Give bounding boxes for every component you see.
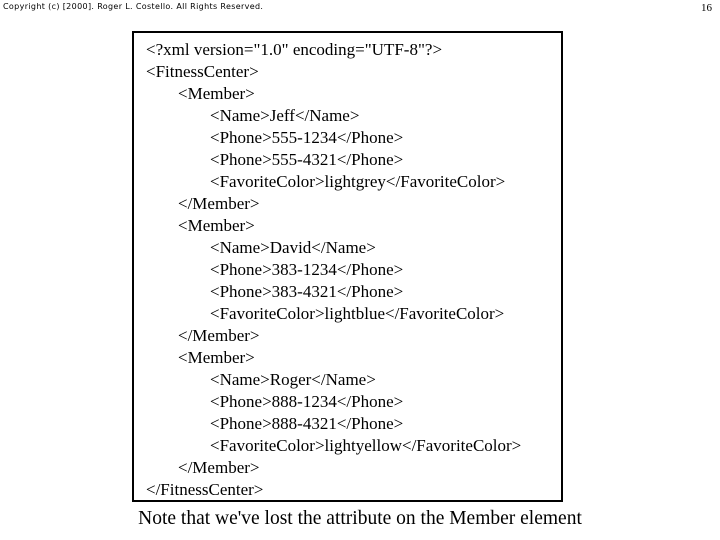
code-line: <Phone>383-4321</Phone> [210, 282, 404, 301]
code-line: <Member> [178, 84, 255, 103]
code-line: <FitnessCenter> [146, 62, 259, 81]
code-line: <Phone>383-1234</Phone> [210, 260, 404, 279]
code-line: </FitnessCenter> [146, 480, 264, 499]
xml-code-listing: <?xml version="1.0" encoding="UTF-8"?> <F… [146, 39, 561, 500]
code-line: </Member> [178, 194, 260, 213]
code-line: <FavoriteColor>lightyellow</FavoriteColo… [210, 436, 522, 455]
code-line: <Phone>555-1234</Phone> [210, 128, 404, 147]
code-line: <Phone>888-4321</Phone> [210, 414, 404, 433]
code-line: <FavoriteColor>lightblue</FavoriteColor> [210, 304, 505, 323]
code-line: <Name>Jeff</Name> [210, 106, 360, 125]
code-line: <Name>Roger</Name> [210, 370, 376, 389]
code-line: <Member> [178, 348, 255, 367]
slide-caption: Note that we've lost the attribute on th… [138, 508, 582, 529]
code-line: <Name>David</Name> [210, 238, 376, 257]
code-line: </Member> [178, 326, 260, 345]
code-line: <Phone>888-1234</Phone> [210, 392, 404, 411]
code-line: <FavoriteColor>lightgrey</FavoriteColor> [210, 172, 506, 191]
xml-code-box: <?xml version="1.0" encoding="UTF-8"?> <F… [132, 31, 563, 502]
code-line: <?xml version="1.0" encoding="UTF-8"?> [146, 40, 443, 59]
code-line: <Phone>555-4321</Phone> [210, 150, 404, 169]
code-line: </Member> [178, 458, 260, 477]
page-number: 16 [701, 2, 712, 14]
copyright-notice: Copyright (c) [2000]. Roger L. Costello.… [3, 2, 264, 11]
code-line: <Member> [178, 216, 255, 235]
